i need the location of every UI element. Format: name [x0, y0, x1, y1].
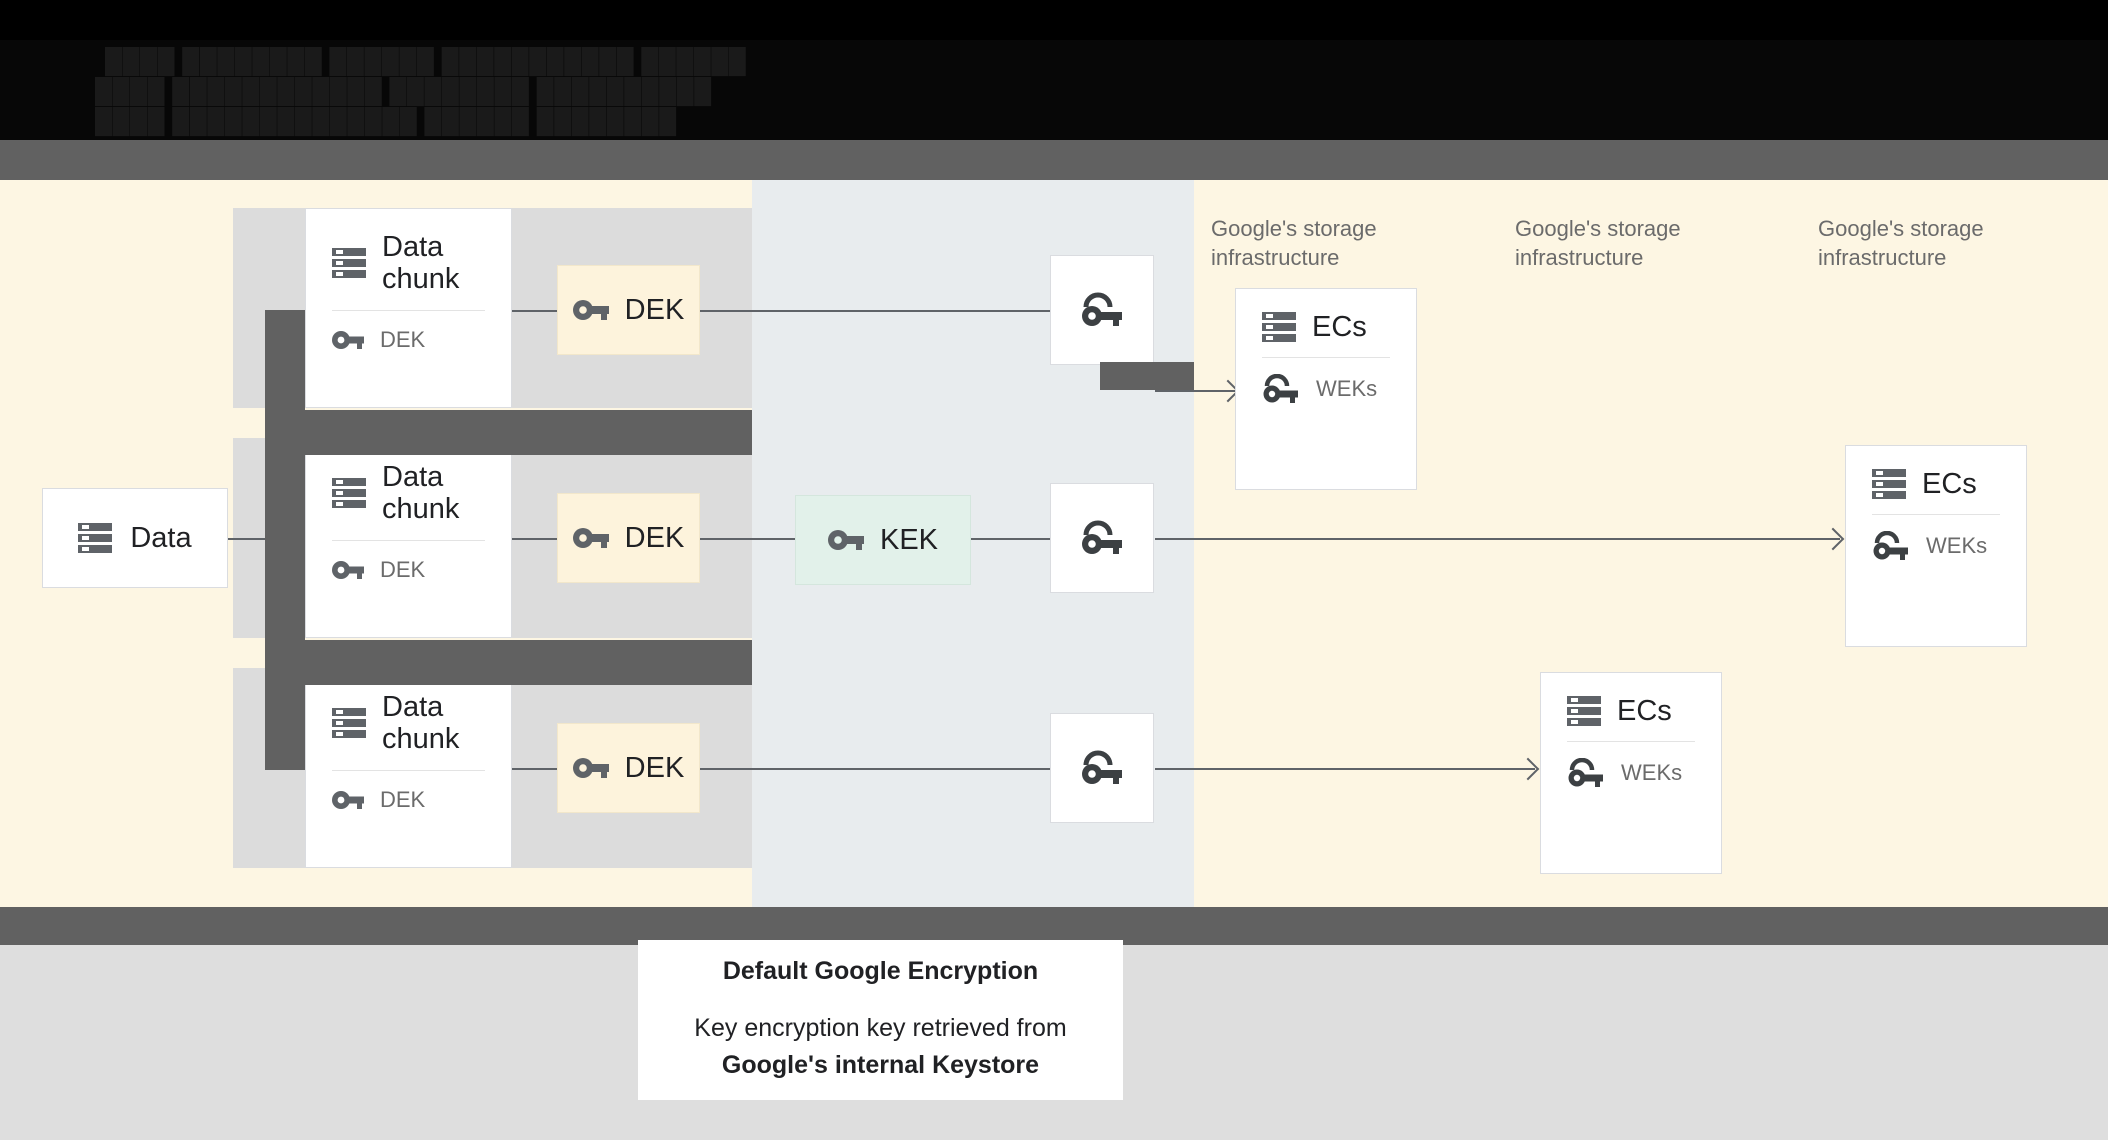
ecs-title: ECs: [1312, 311, 1367, 343]
data-chunk-title: Data chunk: [382, 461, 460, 526]
arrow-wrapped3-to-ecs2: [1155, 768, 1535, 770]
arrow-wrapped1-to-ecs1: [1155, 390, 1235, 392]
card-divider: [1262, 357, 1390, 359]
wrapped-key-icon: [1262, 374, 1300, 404]
obscured-header-band: [0, 40, 2108, 140]
data-chunk-card-3[interactable]: Data chunk DEK: [305, 668, 512, 868]
storage-icon: [1262, 311, 1296, 343]
ecs-card-1[interactable]: ECs WEKs: [1235, 288, 1417, 490]
card-divider: [332, 769, 485, 771]
infra-label-3: Google's storage infrastructure: [1818, 216, 1984, 270]
dek-box-1[interactable]: DEK: [557, 265, 700, 355]
ecs-title: ECs: [1617, 695, 1672, 727]
wrapped-key-icon: [1567, 758, 1605, 788]
wrapped-key-box-3[interactable]: [1050, 713, 1154, 823]
key-icon: [332, 559, 364, 581]
key-icon: [332, 329, 364, 351]
wrapped-key-box-1[interactable]: [1050, 255, 1154, 365]
top-black-band: [0, 0, 2108, 40]
overlay-small-bar: [1100, 362, 1194, 390]
key-icon: [572, 526, 609, 550]
data-chunk-card-2[interactable]: Data chunk DEK: [305, 438, 512, 638]
storage-icon: [1872, 468, 1906, 500]
infra-label-1: Google's storage infrastructure: [1211, 216, 1377, 270]
key-icon: [572, 756, 609, 780]
card-divider: [332, 539, 485, 541]
data-source-card[interactable]: Data: [42, 488, 228, 588]
ecs-card-2[interactable]: ECs WEKs: [1540, 672, 1722, 874]
overlay-vertical-bar: [265, 310, 305, 770]
obscured-header-row-3: ████ ██████████████ ██████ ████████: [95, 108, 677, 135]
card-divider: [332, 309, 485, 311]
kek-label: KEK: [879, 523, 939, 556]
weks-label: WEKs: [1316, 376, 1378, 402]
card-divider: [1567, 741, 1695, 743]
caption-body: Key encryption key retrieved from Google…: [694, 1010, 1066, 1083]
key-icon: [332, 789, 364, 811]
caption-title: Default Google Encryption: [722, 957, 1039, 986]
connector-chunk2-dek: [512, 538, 557, 540]
connector-data-to-bracket: [228, 538, 288, 540]
storage-icon: [332, 247, 366, 279]
overlay-horizontal-bar-1: [265, 410, 752, 455]
data-chunk-key-label: DEK: [380, 556, 426, 582]
data-chunk-key-label: DEK: [380, 786, 426, 812]
key-icon: [572, 298, 609, 322]
connector-chunk3-dek: [512, 768, 557, 770]
connector-dek3-wrapped: [700, 768, 1050, 770]
storage-icon: [78, 522, 113, 554]
obscured-header-row-2: ████ ████████████ ████████ ██████████: [95, 78, 712, 105]
connector-chunk1-dek: [512, 310, 557, 312]
caption-box: Default Google Encryption Key encryption…: [638, 940, 1123, 1100]
caption-line-1: Key encryption key retrieved from: [694, 1014, 1067, 1043]
dek-label: DEK: [624, 521, 685, 554]
arrow-wrapped2-to-ecs3: [1155, 538, 1840, 540]
wrapped-key-icon: [1080, 750, 1124, 786]
data-chunk-card-1[interactable]: Data chunk DEK: [305, 208, 512, 408]
overlay-caption-notch: [880, 907, 1260, 921]
card-divider: [1872, 514, 2000, 516]
ecs-title: ECs: [1922, 468, 1977, 500]
wrapped-key-icon: [1872, 531, 1910, 561]
dek-box-3[interactable]: DEK: [557, 723, 700, 813]
wrapped-key-box-2[interactable]: [1050, 483, 1154, 593]
wrapped-key-icon: [1080, 520, 1124, 556]
dek-label: DEK: [624, 293, 685, 326]
infra-label-2: Google's storage infrastructure: [1515, 216, 1681, 270]
weks-label: WEKs: [1926, 533, 1988, 559]
connector-dek1-wrapped: [700, 310, 1050, 312]
caption-line-2: Google's internal Keystore: [721, 1050, 1040, 1079]
storage-icon: [332, 477, 366, 509]
data-chunk-title: Data chunk: [382, 231, 460, 296]
data-chunk-title: Data chunk: [382, 691, 460, 756]
obscured-header-row-1: ████ ████████ ██████ ███████████ ██████: [105, 48, 747, 75]
upper-dark-band: [0, 140, 2108, 180]
dek-label: DEK: [624, 751, 685, 784]
storage-icon: [1567, 695, 1601, 727]
overlay-horizontal-bar-2: [265, 640, 752, 685]
kek-box[interactable]: KEK: [795, 495, 971, 585]
weks-label: WEKs: [1621, 760, 1683, 786]
key-icon: [827, 528, 864, 552]
storage-icon: [332, 707, 366, 739]
wrapped-key-icon: [1080, 292, 1124, 328]
data-chunk-key-label: DEK: [380, 326, 426, 352]
data-source-label: Data: [130, 521, 192, 554]
dek-box-2[interactable]: DEK: [557, 493, 700, 583]
ecs-card-3[interactable]: ECs WEKs: [1845, 445, 2027, 647]
